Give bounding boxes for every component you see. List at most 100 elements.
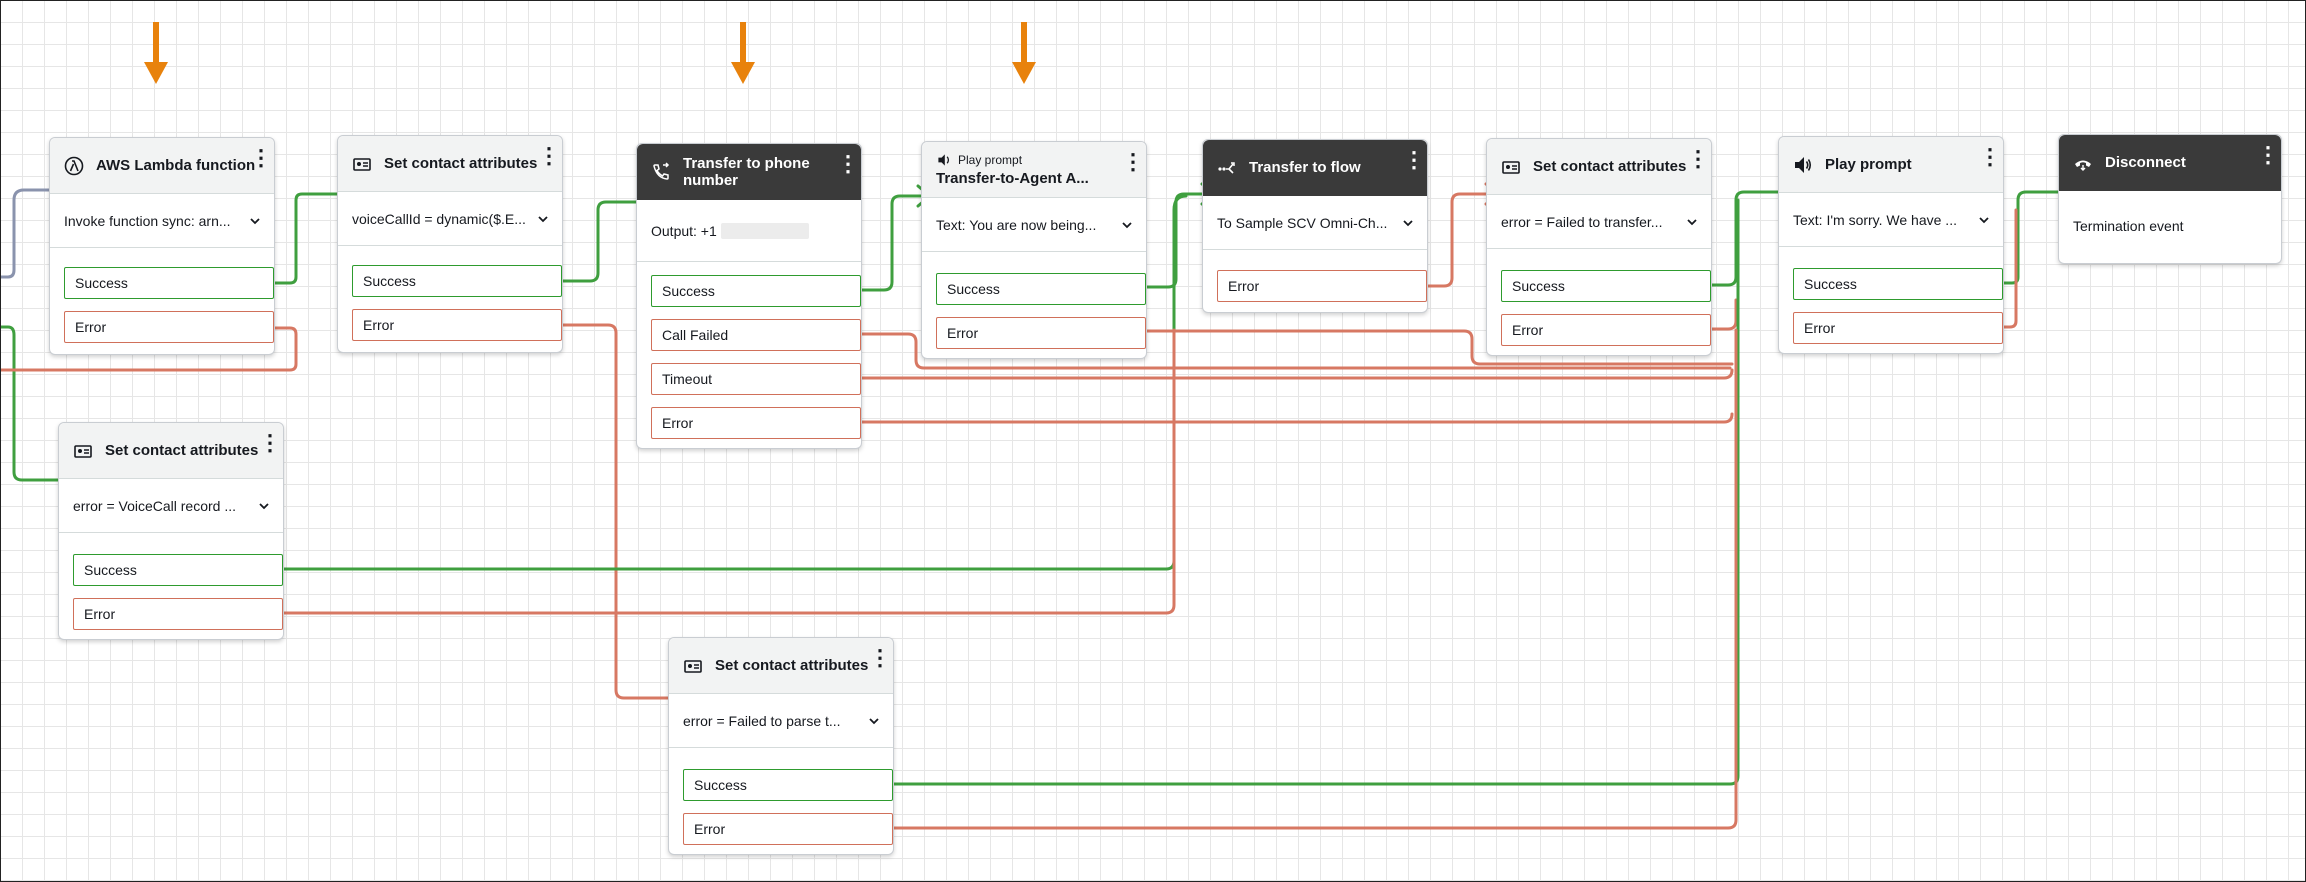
block-title: Transfer-to-Agent A... bbox=[936, 170, 1089, 187]
dropdown-value: error = Failed to transfer... bbox=[1501, 213, 1663, 230]
parameter-dropdown[interactable]: To Sample SCV Omni-Ch... bbox=[1203, 196, 1427, 250]
branch-label: Success bbox=[662, 283, 715, 299]
error-branch[interactable]: Error bbox=[683, 813, 893, 845]
kebab-menu-icon[interactable]: ⋮ bbox=[1122, 149, 1144, 174]
dropdown-value: To Sample SCV Omni-Ch... bbox=[1217, 214, 1388, 231]
flow-branch-icon bbox=[1218, 162, 1235, 174]
speaker-icon bbox=[1795, 157, 1812, 173]
parameter-dropdown[interactable]: Invoke function sync: arn... bbox=[50, 194, 274, 248]
incoming-wire bbox=[0, 188, 64, 279]
success-branch[interactable]: Success bbox=[352, 265, 562, 297]
wire-phone-callfailed bbox=[860, 332, 1732, 370]
error-branch[interactable]: Error bbox=[1217, 270, 1427, 302]
wire-play2-success bbox=[2002, 190, 2072, 285]
transfer-to-flow-block[interactable]: Transfer to flow ⋮ To Sample SCV Omni-Ch… bbox=[1202, 139, 1428, 313]
kebab-menu-icon[interactable]: ⋮ bbox=[1403, 147, 1425, 172]
block-header[interactable]: AWS Lambda function ⋮ bbox=[50, 138, 274, 194]
block-header[interactable]: Transfer to phone number ⋮ bbox=[637, 144, 861, 200]
annotation-arrow-down-icon bbox=[1012, 22, 1036, 84]
branch-label: Success bbox=[84, 562, 137, 578]
success-branch[interactable]: Success bbox=[1501, 270, 1711, 302]
kebab-menu-icon[interactable]: ⋮ bbox=[1979, 144, 2001, 169]
block-header[interactable]: Play prompt ⋮ bbox=[1779, 137, 2003, 193]
transfer-to-phone-block[interactable]: Transfer to phone number ⋮ Output: +1 Su… bbox=[636, 143, 862, 449]
error-branch[interactable]: Error bbox=[64, 311, 274, 343]
success-branch[interactable]: Success bbox=[1793, 268, 2003, 300]
success-branch[interactable]: Success bbox=[73, 554, 283, 586]
wire-entry-to-sca2 bbox=[0, 325, 72, 482]
error-branch[interactable]: Error bbox=[1793, 312, 2003, 344]
branch-label: Success bbox=[1512, 278, 1565, 294]
call-failed-branch[interactable]: Call Failed bbox=[651, 319, 861, 351]
parameter-dropdown[interactable]: Text: I'm sorry. We have ... bbox=[1779, 193, 2003, 247]
chevron-down-icon bbox=[869, 717, 879, 724]
wire-sca4-error bbox=[892, 328, 1738, 830]
block-header[interactable]: Set contact attributes ⋮ bbox=[59, 423, 283, 479]
branch-label: Error bbox=[694, 821, 726, 837]
chevron-down-icon bbox=[250, 217, 260, 224]
parameter-dropdown[interactable]: error = Failed to parse t... bbox=[669, 694, 893, 748]
set-contact-attributes-block[interactable]: Set contact attributes ⋮ error = Failed … bbox=[1486, 138, 1712, 356]
wire-flow-error bbox=[1426, 192, 1498, 288]
wire-play2-error bbox=[2002, 208, 2018, 329]
hang-up-icon bbox=[2075, 160, 2091, 171]
wire-sca3-success bbox=[1710, 190, 1794, 287]
wire-sca2-error bbox=[282, 328, 1176, 615]
success-branch[interactable]: Success bbox=[651, 275, 861, 307]
error-branch[interactable]: Error bbox=[651, 407, 861, 439]
dropdown-value: Text: I'm sorry. We have ... bbox=[1793, 211, 1957, 228]
chevron-down-icon bbox=[1403, 219, 1413, 226]
timeout-branch[interactable]: Timeout bbox=[651, 363, 861, 395]
set-contact-attributes-block[interactable]: Set contact attributes ⋮ voiceCallId = d… bbox=[337, 135, 563, 353]
block-header[interactable]: Disconnect ⋮ bbox=[2059, 135, 2281, 191]
block-title: AWS Lambda function bbox=[96, 157, 256, 174]
branch-label: Error bbox=[84, 606, 116, 622]
dropdown-value: Invoke function sync: arn... bbox=[64, 212, 231, 229]
block-title: Set contact attributes bbox=[715, 657, 869, 674]
lambda-block[interactable]: AWS Lambda function ⋮ Invoke function sy… bbox=[49, 137, 275, 355]
branch-label: Error bbox=[75, 319, 107, 335]
block-title: Set contact attributes bbox=[105, 442, 259, 459]
kebab-menu-icon[interactable]: ⋮ bbox=[2257, 142, 2279, 167]
output-value: Output: +1 bbox=[651, 222, 717, 239]
block-title: Set contact attributes bbox=[384, 155, 538, 172]
error-branch[interactable]: Error bbox=[936, 317, 1146, 349]
wire-phone-success bbox=[860, 194, 930, 292]
parameter-dropdown[interactable]: error = Failed to transfer... bbox=[1487, 195, 1711, 249]
branch-label: Success bbox=[363, 273, 416, 289]
error-branch[interactable]: Error bbox=[352, 309, 562, 341]
chevron-down-icon bbox=[1122, 221, 1132, 228]
play-prompt-block[interactable]: Play prompt ⋮ Text: I'm sorry. We have .… bbox=[1778, 136, 2004, 354]
error-branch[interactable]: Error bbox=[73, 598, 283, 630]
block-header[interactable]: Set contact attributes ⋮ bbox=[669, 638, 893, 694]
set-contact-attributes-block[interactable]: Set contact attributes ⋮ error = Failed … bbox=[668, 637, 894, 855]
contact-card-icon bbox=[74, 445, 92, 458]
success-branch[interactable]: Success bbox=[683, 769, 893, 801]
kebab-menu-icon[interactable]: ⋮ bbox=[837, 151, 859, 176]
kebab-menu-icon[interactable]: ⋮ bbox=[869, 645, 891, 670]
kebab-menu-icon[interactable]: ⋮ bbox=[259, 430, 281, 455]
kebab-menu-icon[interactable]: ⋮ bbox=[1687, 146, 1709, 171]
block-header[interactable]: Set contact attributes ⋮ bbox=[1487, 139, 1711, 195]
success-branch[interactable]: Success bbox=[936, 273, 1146, 305]
dropdown-value: error = Failed to parse t... bbox=[683, 712, 841, 729]
block-header[interactable]: Transfer to flow ⋮ bbox=[1203, 140, 1427, 196]
parameter-dropdown[interactable]: voiceCallId = dynamic($.E... bbox=[338, 192, 562, 246]
parameter-dropdown[interactable]: error = VoiceCall record ... bbox=[59, 479, 283, 533]
kebab-menu-icon[interactable]: ⋮ bbox=[250, 145, 272, 170]
set-contact-attributes-block[interactable]: Set contact attributes ⋮ error = VoiceCa… bbox=[58, 422, 284, 640]
parameter-dropdown[interactable]: Text: You are now being... bbox=[922, 198, 1146, 252]
contact-card-icon bbox=[1502, 161, 1520, 174]
wire-phone-timeout bbox=[860, 368, 1734, 380]
branch-label: Error bbox=[1512, 322, 1544, 338]
disconnect-block[interactable]: Disconnect ⋮ Termination event bbox=[2058, 134, 2282, 264]
play-prompt-block[interactable]: Play prompt Transfer-to-Agent A... ⋮ Tex… bbox=[921, 141, 1147, 359]
kebab-menu-icon[interactable]: ⋮ bbox=[538, 143, 560, 168]
dropdown-value: voiceCallId = dynamic($.E... bbox=[352, 210, 526, 227]
error-branch[interactable]: Error bbox=[1501, 314, 1711, 346]
block-header[interactable]: Set contact attributes ⋮ bbox=[338, 136, 562, 192]
block-header[interactable]: Play prompt Transfer-to-Agent A... ⋮ bbox=[922, 142, 1146, 198]
success-branch[interactable]: Success bbox=[64, 267, 274, 299]
wire-lambda-success bbox=[272, 192, 354, 285]
redacted-number bbox=[720, 222, 809, 239]
